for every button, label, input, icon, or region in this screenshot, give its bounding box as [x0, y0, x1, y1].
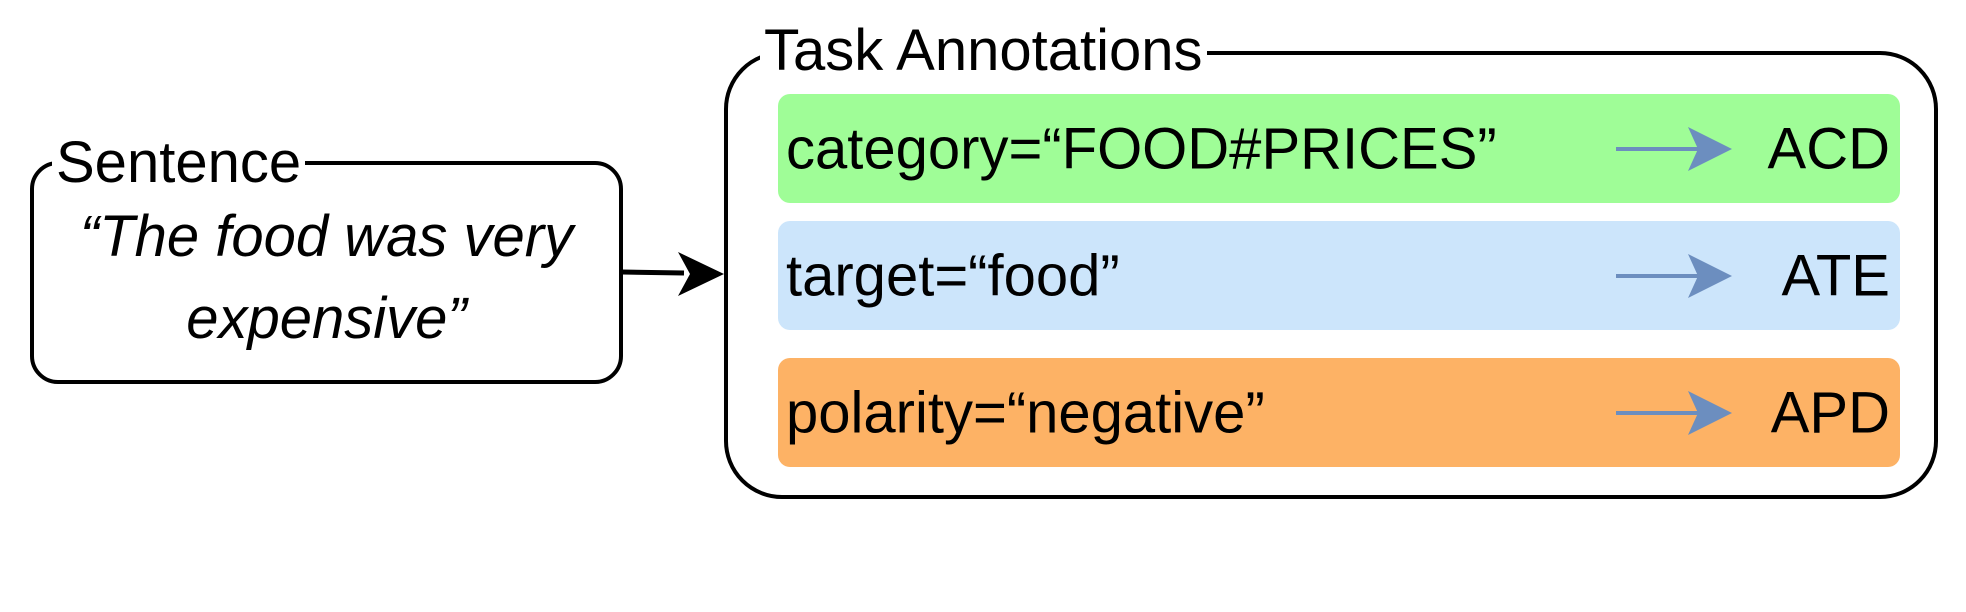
- annotation-row-apd: polarity=“negative” APD: [778, 358, 1900, 467]
- right-arrow-icon: [1616, 253, 1732, 298]
- sentence-box: [30, 161, 623, 384]
- annotation-text: polarity=“negative”: [786, 380, 1265, 445]
- annotation-row-acd: category=“FOOD#PRICES” ACD: [778, 94, 1900, 203]
- sentence-title: Sentence: [52, 132, 306, 194]
- annotation-text: target=“food”: [786, 243, 1120, 308]
- annotation-text: category=“FOOD#PRICES”: [786, 116, 1497, 181]
- task-label: ATE: [1781, 243, 1891, 308]
- task-label: APD: [1770, 380, 1890, 445]
- sentence-text: “The food was very expensive”: [30, 196, 623, 360]
- task-annotations-title: Task Annotations: [760, 20, 1207, 82]
- right-arrow-icon: [1616, 126, 1732, 171]
- annotation-row-ate: target=“food” ATE: [778, 221, 1900, 330]
- sentence-line-1: “The food was very: [79, 204, 574, 269]
- task-annotations-box: [724, 51, 1938, 499]
- right-arrow-icon: [1616, 390, 1732, 435]
- connector-arrow-icon: [621, 252, 724, 296]
- task-label: ACD: [1767, 116, 1890, 181]
- sentence-line-2: expensive”: [186, 286, 467, 351]
